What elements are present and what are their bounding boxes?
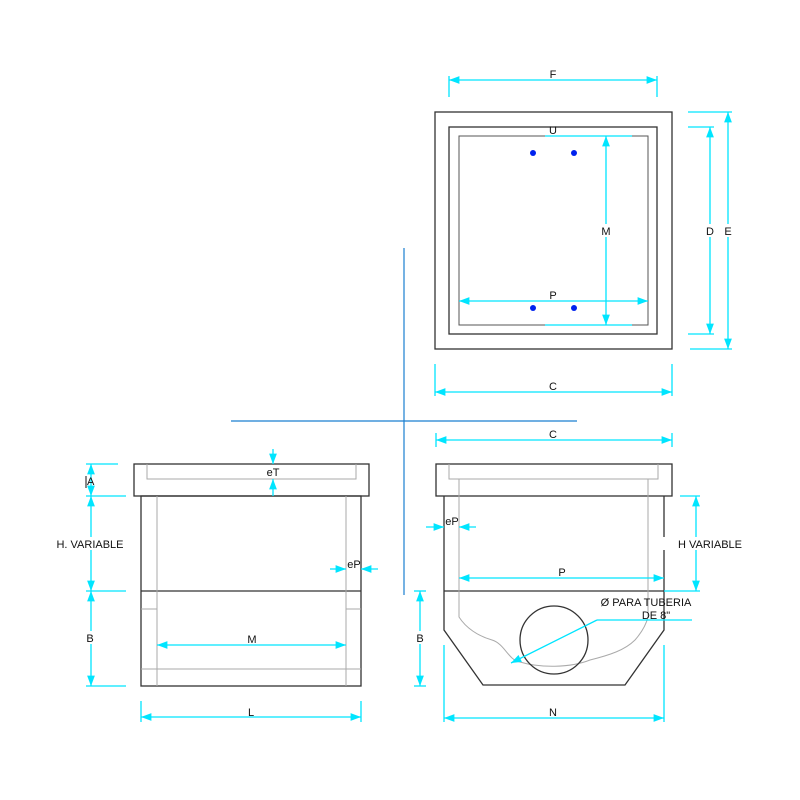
label-A: A (87, 476, 95, 488)
dim-M-plan: M (545, 135, 632, 326)
label-P: P (549, 290, 556, 302)
pipe-leader: Ø PARA TUBERIA DE 8" (510, 597, 692, 664)
dim-F: F (448, 69, 658, 97)
label-eP: eP (347, 559, 360, 571)
label-F: F (550, 69, 557, 81)
dim-L: L (140, 701, 362, 722)
front-view: A H. VARIABLE B eT eP M L (56, 449, 378, 722)
dim-M-front: M (157, 634, 346, 649)
label-M: M (247, 634, 256, 646)
dim-N: N (443, 645, 665, 722)
dim-eP-side: eP (426, 516, 476, 531)
label-U: U (549, 125, 557, 137)
plan-outer-frame (434, 111, 673, 350)
side-cap (435, 463, 673, 497)
label-N: N (549, 707, 557, 719)
dim-P-side: P (459, 567, 664, 582)
label-E: E (724, 226, 731, 238)
center-axes (231, 248, 577, 595)
label-B: B (86, 633, 93, 645)
plan-view: U F M P D E (434, 69, 735, 396)
dim-eT: eT (267, 449, 280, 496)
dim-h-variable-side: H VARIABLE (663, 495, 742, 592)
label-h-variable: H VARIABLE (678, 539, 742, 551)
label-pipe-line2: DE 8" (642, 610, 670, 622)
dim-vertical-front: A H. VARIABLE B (56, 463, 126, 687)
label-eT: eT (267, 467, 280, 479)
label-B: B (416, 633, 423, 645)
dim-E: E (688, 111, 735, 350)
label-C: C (549, 429, 557, 441)
label-eP: eP (445, 516, 458, 528)
plan-middle-frame (448, 126, 658, 335)
label-pipe-line1: Ø PARA TUBERIA (601, 597, 692, 609)
label-C: C (549, 381, 557, 393)
label-h-variable: H. VARIABLE (56, 539, 123, 551)
label-D: D (706, 226, 714, 238)
dim-D: D (688, 126, 717, 335)
dim-C-plan: C (434, 364, 673, 396)
side-body (443, 496, 665, 686)
front-cap (133, 463, 370, 497)
pipe-opening (519, 605, 589, 675)
anchor-dots (530, 150, 577, 311)
dim-eP-front: eP (330, 559, 378, 573)
dim-C-side: C (435, 429, 673, 447)
label-M: M (601, 226, 610, 238)
dim-B-side: B (414, 590, 426, 687)
label-P: P (558, 567, 565, 579)
dim-P-plan: P (459, 290, 648, 305)
label-L: L (248, 707, 254, 719)
side-view: Ø PARA TUBERIA DE 8" C eP P H VARIABLE (414, 429, 742, 722)
